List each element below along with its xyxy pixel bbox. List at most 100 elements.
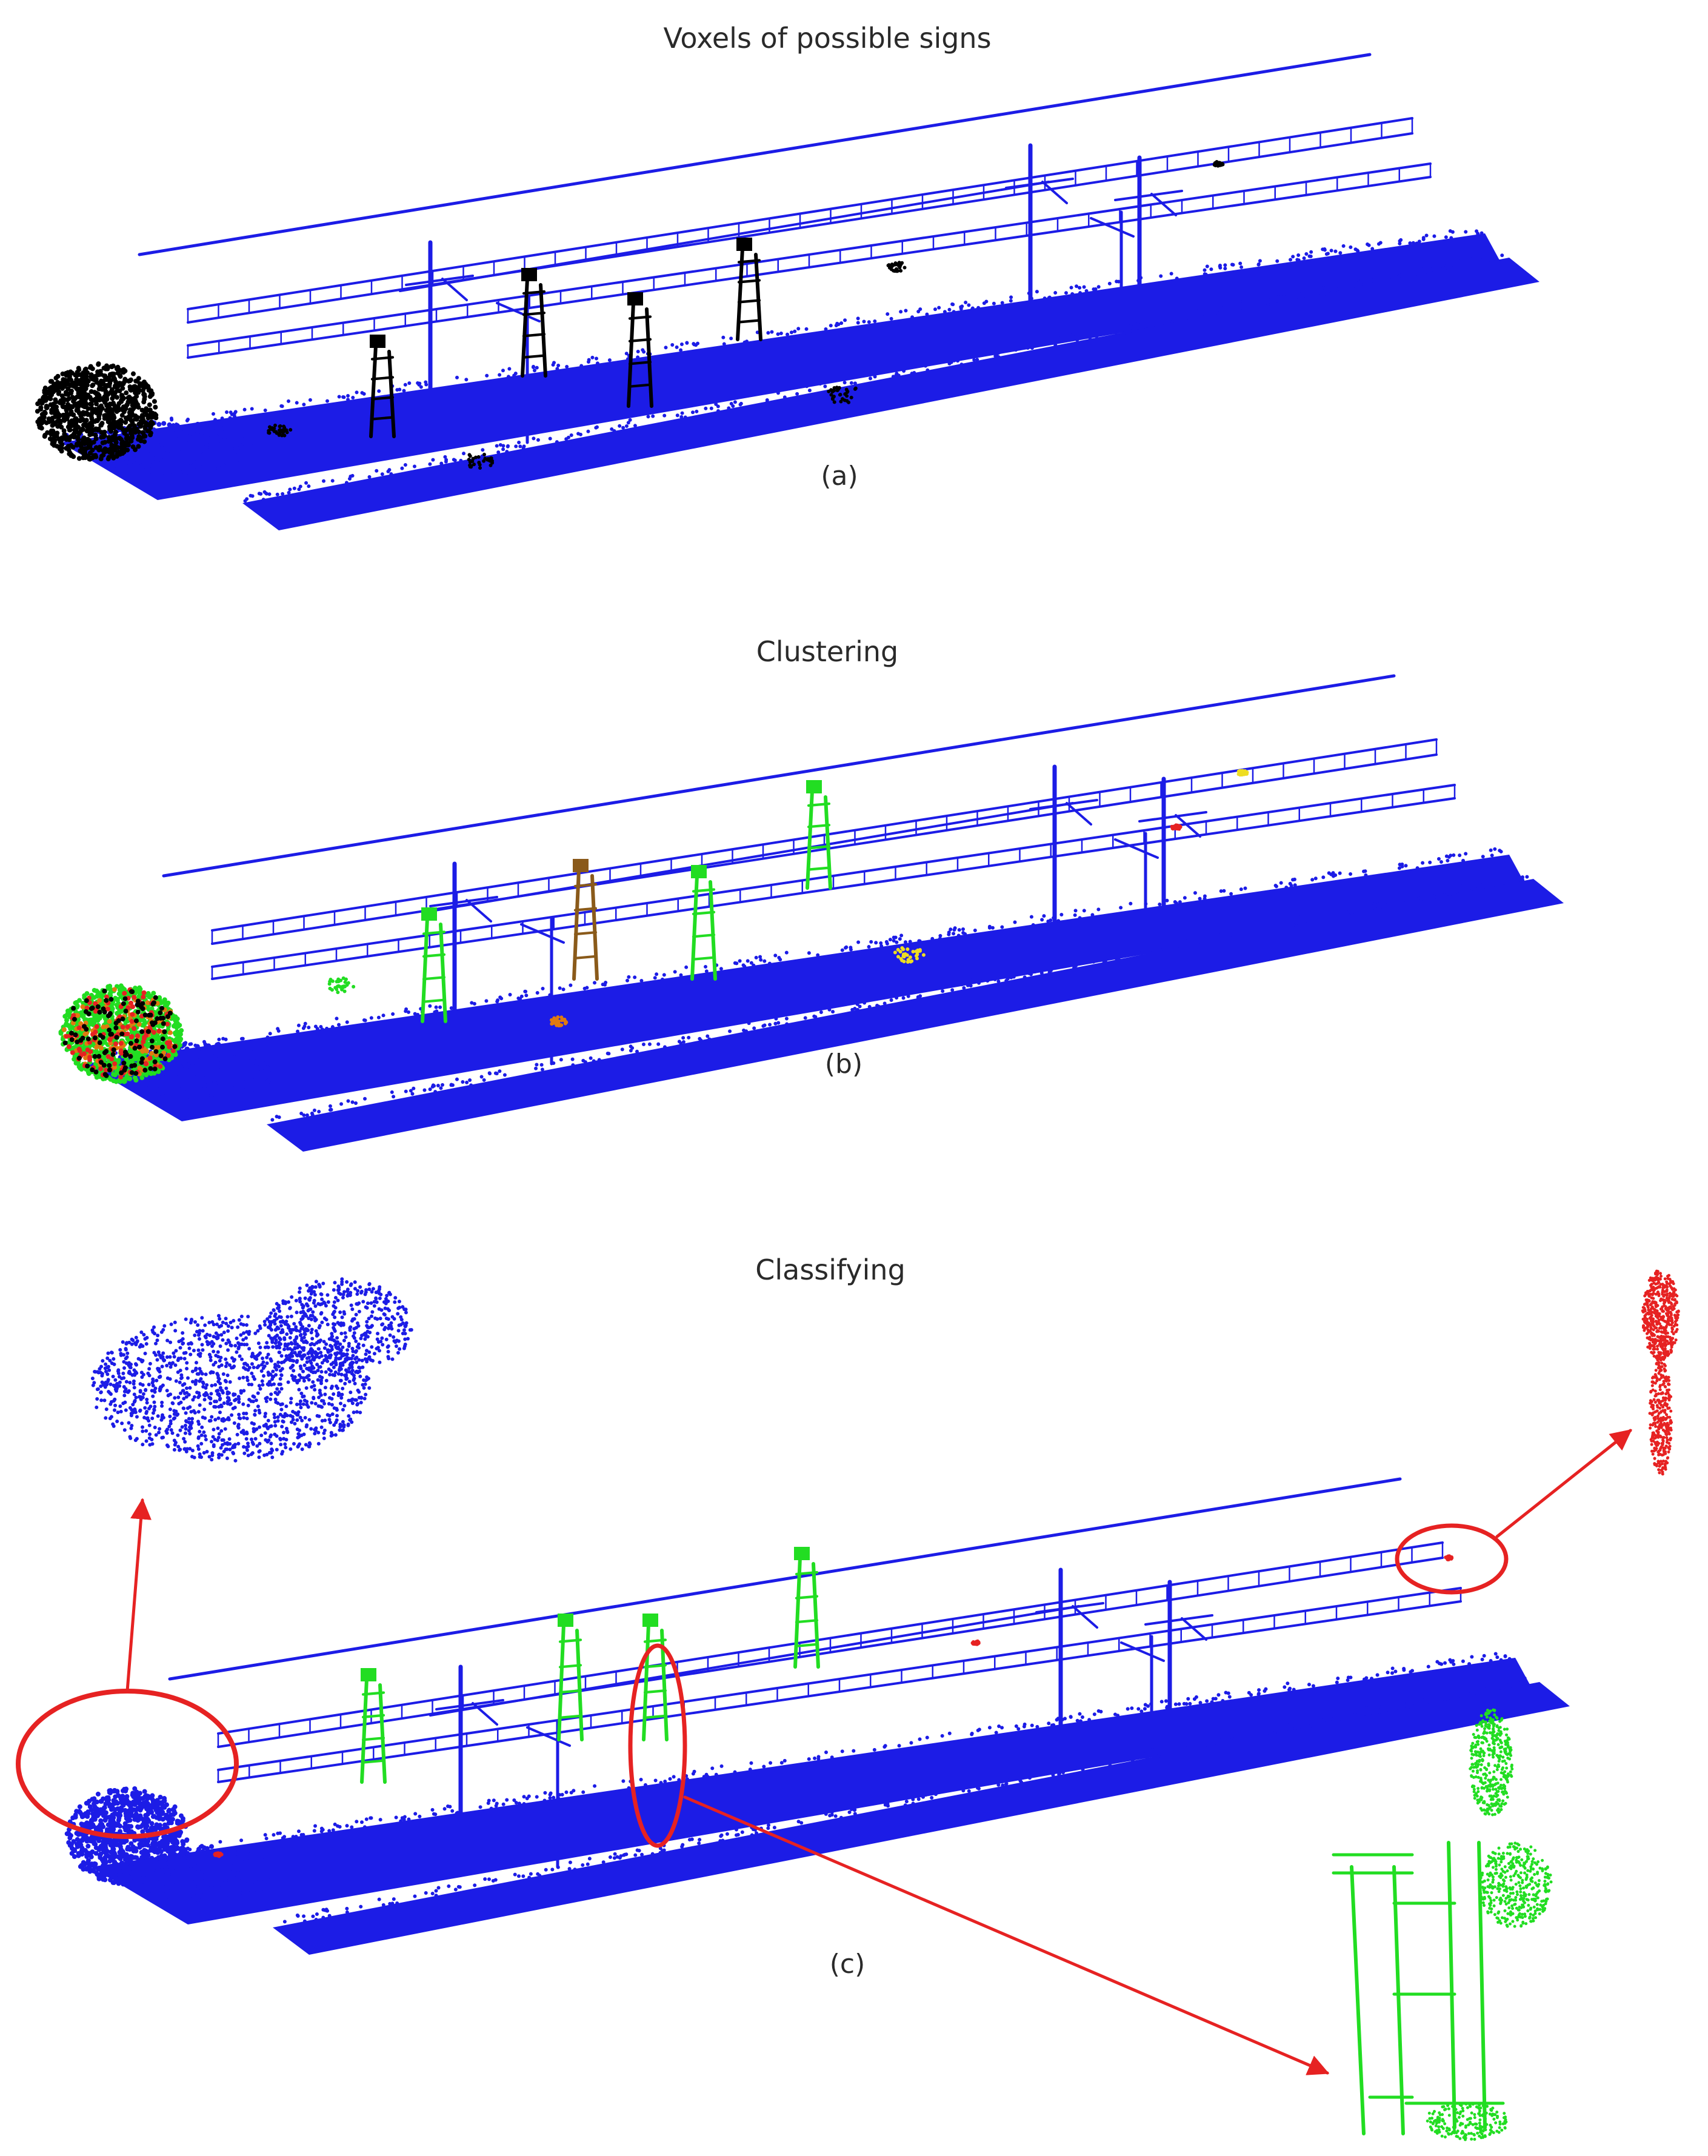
sign-rung bbox=[370, 356, 395, 361]
sign-rung bbox=[370, 416, 395, 421]
sign-rung bbox=[558, 1714, 582, 1719]
sign-rung bbox=[628, 338, 652, 343]
sign-rung bbox=[795, 1643, 819, 1647]
catenary-wire bbox=[429, 896, 498, 907]
sign-rung bbox=[558, 1638, 582, 1643]
sign-rung bbox=[573, 907, 598, 912]
sign-post bbox=[806, 789, 814, 890]
ground-curve bbox=[84, 419, 254, 478]
candidate-points bbox=[1212, 159, 1225, 168]
catenary-wire bbox=[472, 1702, 498, 1726]
sign-panel bbox=[736, 238, 752, 251]
sign-post bbox=[590, 874, 599, 981]
panel-b-title: Clustering bbox=[756, 635, 899, 668]
scene-a bbox=[35, 53, 1540, 530]
catenary-wire bbox=[1150, 193, 1177, 216]
sign-panel bbox=[627, 292, 643, 305]
sign-panel bbox=[361, 1668, 376, 1681]
sign-rung bbox=[643, 1664, 667, 1669]
candidate-points bbox=[327, 976, 356, 995]
catenary-wire bbox=[1175, 814, 1201, 838]
catenary-wire bbox=[1114, 838, 1159, 859]
catenary-wire bbox=[138, 53, 1372, 256]
catenary-wire bbox=[1029, 799, 1098, 810]
ground-strip bbox=[273, 1682, 1570, 1955]
catenary-wire bbox=[1181, 1617, 1207, 1641]
panel-c-label: (c) bbox=[829, 1949, 866, 1980]
sign-rung bbox=[795, 1595, 819, 1600]
sign-rung bbox=[643, 1638, 667, 1643]
bush-cluster bbox=[61, 987, 175, 1076]
catenary-wire bbox=[1041, 181, 1068, 204]
sign-post bbox=[572, 868, 581, 981]
scene-c bbox=[64, 1477, 1570, 1955]
sign-rung bbox=[737, 259, 761, 264]
candidate-points bbox=[970, 1639, 981, 1646]
candidate-points bbox=[827, 385, 858, 404]
sign-post bbox=[642, 1623, 650, 1741]
zoom-bush bbox=[90, 1277, 413, 1463]
sign-post bbox=[690, 874, 699, 981]
sign-points bbox=[1469, 1708, 1514, 1817]
candidate-points bbox=[1170, 823, 1183, 831]
sign-rung bbox=[522, 312, 546, 316]
ground-noise bbox=[104, 1652, 1512, 1864]
callouts bbox=[16, 1429, 1632, 2075]
sign-rung bbox=[737, 279, 761, 284]
sign-post bbox=[575, 1629, 584, 1741]
candidate-points bbox=[549, 1015, 569, 1028]
scene-b bbox=[58, 674, 1564, 1152]
sign-rung bbox=[422, 976, 446, 981]
sign-rung bbox=[807, 824, 831, 829]
marker-points bbox=[1641, 1269, 1680, 1362]
catenary-wire bbox=[465, 899, 492, 923]
sign-panel bbox=[794, 1547, 810, 1560]
sign-rung bbox=[807, 866, 831, 871]
ground-noise bbox=[243, 253, 1504, 503]
ground-noise bbox=[270, 874, 1529, 1122]
sign-panel bbox=[421, 907, 437, 921]
sign-rung bbox=[737, 299, 761, 304]
sign-post bbox=[360, 1677, 369, 1784]
sign-rung bbox=[807, 845, 831, 850]
zoom-sign bbox=[1332, 1708, 1553, 2141]
ground-strip bbox=[91, 1658, 1533, 1924]
catenary-wire bbox=[162, 674, 1396, 878]
catenary-wire bbox=[1138, 811, 1207, 823]
catenary-wire bbox=[1090, 217, 1135, 238]
sign-post bbox=[754, 253, 762, 341]
catenary-wire bbox=[399, 181, 1050, 292]
sign-rung bbox=[370, 376, 395, 381]
sign-rung bbox=[522, 290, 546, 295]
candidate-points bbox=[1444, 1554, 1454, 1561]
sign-rung bbox=[643, 1714, 667, 1719]
sign-rung bbox=[628, 361, 652, 365]
sign-post bbox=[421, 916, 429, 1023]
sign-rung bbox=[558, 1664, 582, 1669]
catenary-wire bbox=[1035, 1602, 1104, 1614]
ground-strip bbox=[267, 879, 1564, 1152]
arrow-icon bbox=[125, 1498, 152, 1693]
ground-strip bbox=[85, 855, 1527, 1121]
sign-frame bbox=[1477, 1841, 1487, 2129]
sign-post bbox=[645, 307, 653, 408]
sign-post bbox=[521, 277, 529, 378]
sign-rung bbox=[573, 955, 598, 960]
sign-rung bbox=[370, 396, 395, 401]
sign-rung bbox=[422, 930, 446, 935]
bush-points bbox=[266, 1277, 413, 1378]
sign-points bbox=[1426, 2102, 1508, 2141]
catenary-wire bbox=[496, 302, 541, 322]
sign-rung bbox=[522, 333, 546, 338]
catenary-wire bbox=[423, 802, 1074, 913]
sign-rung bbox=[558, 1689, 582, 1694]
arrow-icon bbox=[683, 1795, 1330, 2075]
sign-post bbox=[387, 350, 396, 438]
sign-post bbox=[736, 247, 744, 341]
sign-panel bbox=[642, 1614, 658, 1627]
sign-rung bbox=[522, 354, 546, 359]
catenary-wire bbox=[168, 1477, 1402, 1681]
candidate-points bbox=[893, 946, 926, 964]
panel-c-title: Classifying bbox=[755, 1253, 906, 1286]
